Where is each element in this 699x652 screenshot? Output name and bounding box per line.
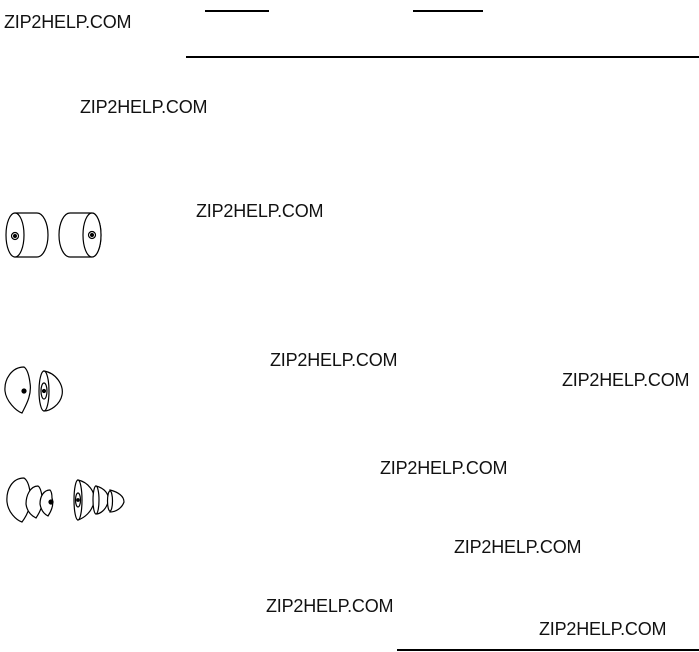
watermark: ZIP2HELP.COM [266, 596, 394, 616]
watermark: ZIP2HELP.COM [196, 201, 324, 221]
multi-flange-eartip-icon [6, 477, 125, 523]
header-short-rule-right [413, 10, 483, 12]
watermark: ZIP2HELP.COM [380, 458, 508, 478]
watermark: ZIP2HELP.COM [80, 97, 208, 117]
watermark: ZIP2HELP.COM [454, 537, 582, 557]
watermark: ZIP2HELP.COM [539, 619, 667, 639]
header-short-rule-left [205, 10, 269, 12]
header-long-rule [186, 56, 699, 58]
foam-eartip-icon [5, 212, 102, 258]
watermark: ZIP2HELP.COM [270, 350, 398, 370]
watermark: ZIP2HELP.COM [562, 370, 690, 390]
single-flange-eartip-icon [4, 366, 63, 414]
footer-rule [397, 649, 699, 651]
watermark: ZIP2HELP.COM [4, 12, 132, 32]
